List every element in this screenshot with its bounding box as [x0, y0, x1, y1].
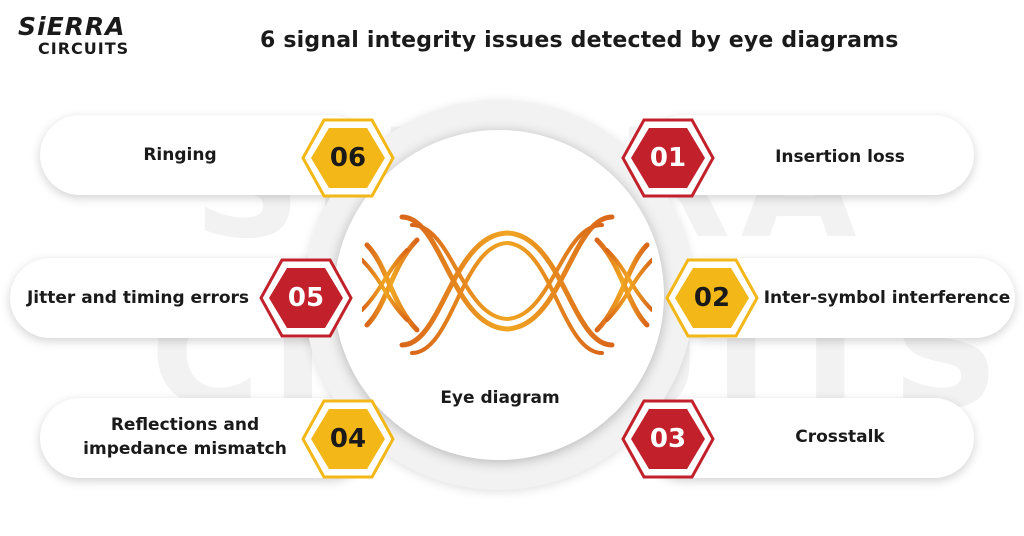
- hex-badge-06: 06: [300, 116, 396, 200]
- sierra-circuits-logo: SiERRA CIRCUITS: [18, 14, 158, 58]
- hex-badge-01: 01: [620, 116, 716, 200]
- hex-badge-04: 04: [300, 397, 396, 481]
- hex-number-03: 03: [649, 424, 687, 454]
- issue-label-01: Insertion loss: [775, 147, 905, 167]
- issue-label-05: Jitter and timing errors: [26, 288, 250, 308]
- hex-number-05: 05: [287, 283, 325, 313]
- issue-label-02: Inter-symbol interference: [763, 288, 1011, 308]
- issue-label-03: Crosstalk: [795, 427, 885, 447]
- eye-diagram-label: Eye diagram: [440, 388, 560, 408]
- hex-badge-03: 03: [620, 397, 716, 481]
- hex-number-04: 04: [329, 424, 367, 454]
- issue-label-06: Ringing: [143, 145, 217, 165]
- hex-number-02: 02: [693, 283, 731, 313]
- eye-diagram-graphic: [362, 214, 652, 355]
- page-title: 6 signal integrity issues detected by ey…: [260, 28, 899, 53]
- hex-number-06: 06: [329, 143, 367, 173]
- hex-badge-02: 02: [664, 256, 760, 340]
- hex-badge-05: 05: [258, 256, 354, 340]
- logo-line-1: SiERRA: [18, 12, 126, 41]
- logo-line-2: CIRCUITS: [38, 39, 130, 58]
- issue-label-04: Reflections and impedance mismatch: [83, 415, 287, 459]
- hex-number-01: 01: [649, 143, 687, 173]
